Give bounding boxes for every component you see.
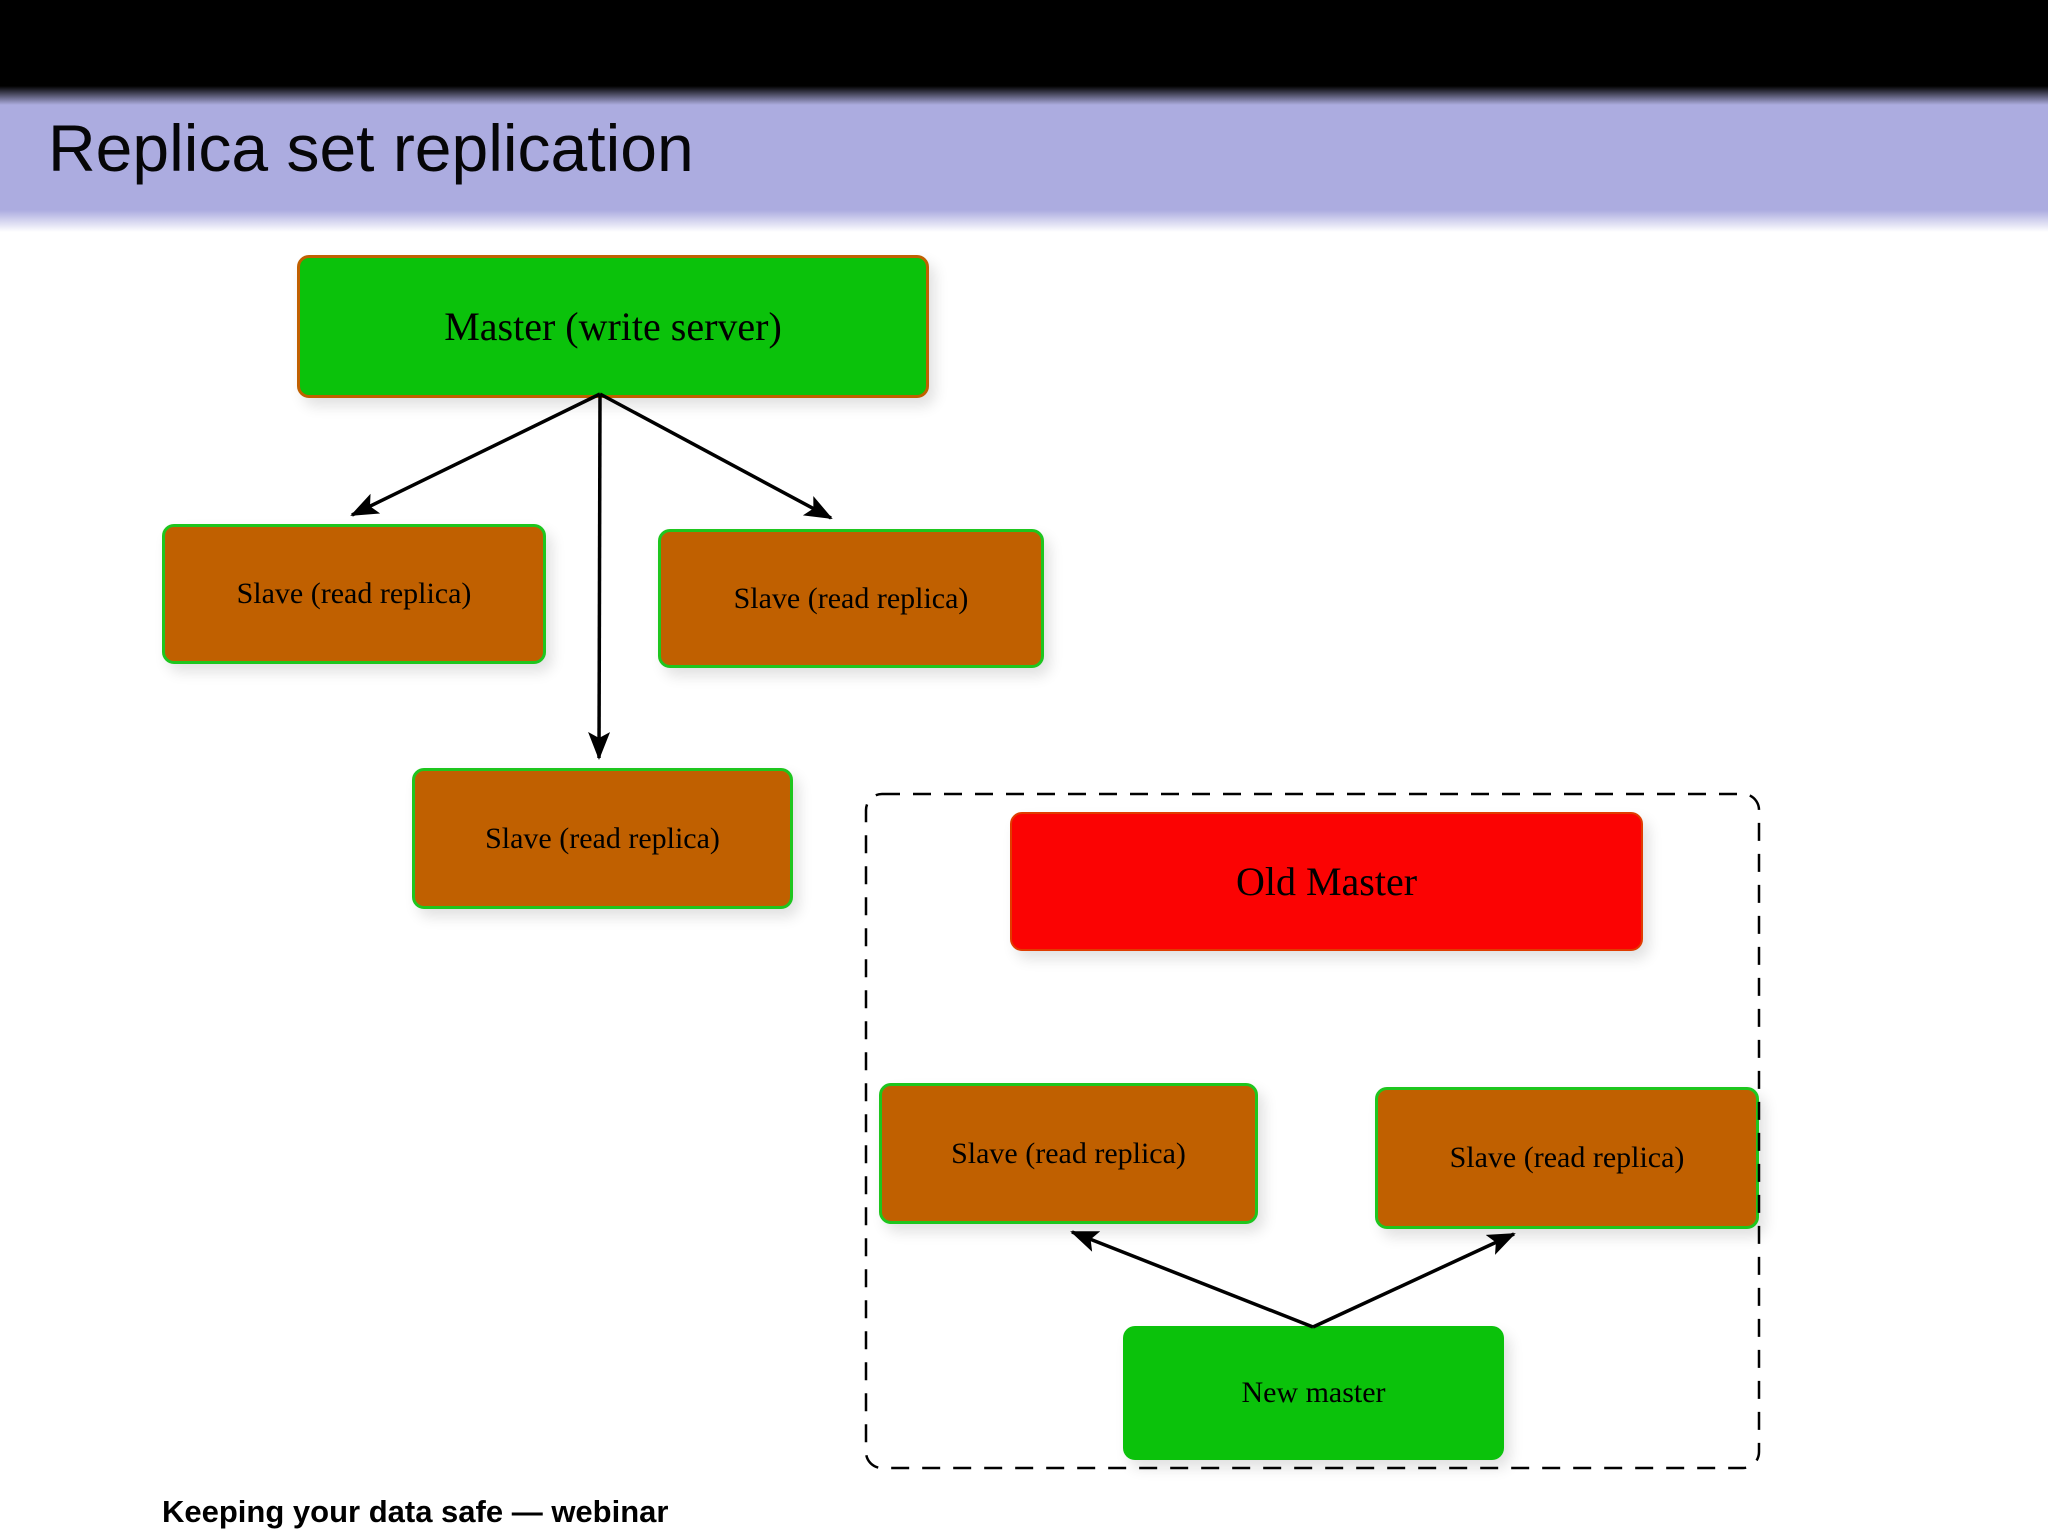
node-slave-read-replica-4: Slave (read replica) — [879, 1083, 1258, 1224]
arrow-master-to-slave-1 — [350, 392, 601, 517]
node-slave-3-label: Slave (read replica) — [485, 821, 720, 855]
node-slave-2-label: Slave (read replica) — [733, 581, 969, 615]
node-slave-read-replica-2: Slave (read replica) — [658, 529, 1044, 668]
node-slave-1-label: Slave (read replica) — [236, 577, 472, 610]
node-master: Master (write server) — [297, 255, 929, 398]
node-slave-4-label: Slave (read replica) — [951, 1136, 1186, 1170]
title-bar — [0, 86, 2048, 232]
top-black-bar — [0, 0, 2048, 86]
arrow-master-to-slave-2 — [599, 392, 833, 520]
node-old-master-label: Old Master — [1235, 859, 1418, 904]
node-slave-read-replica-5: Slave (read replica) — [1375, 1087, 1759, 1229]
node-new-master-label: New master — [1241, 1376, 1386, 1409]
slide-title: Replica set replication — [48, 111, 694, 185]
arrow-new-master-to-slave-5 — [1312, 1232, 1516, 1329]
node-slave-read-replica-1: Slave (read replica) — [162, 524, 546, 664]
arrow-new-master-to-slave-4 — [1070, 1230, 1314, 1329]
node-slave-5-label: Slave (read replica) — [1449, 1141, 1685, 1174]
node-master-label: Master (write server) — [444, 304, 782, 349]
slide-footer: Keeping your data safe — webinar — [162, 1494, 669, 1529]
arrow-master-to-slave-3 — [588, 393, 611, 760]
node-new-master: New master — [1123, 1326, 1504, 1460]
node-old-master: Old Master — [1010, 812, 1643, 951]
node-slave-read-replica-3: Slave (read replica) — [412, 768, 793, 909]
